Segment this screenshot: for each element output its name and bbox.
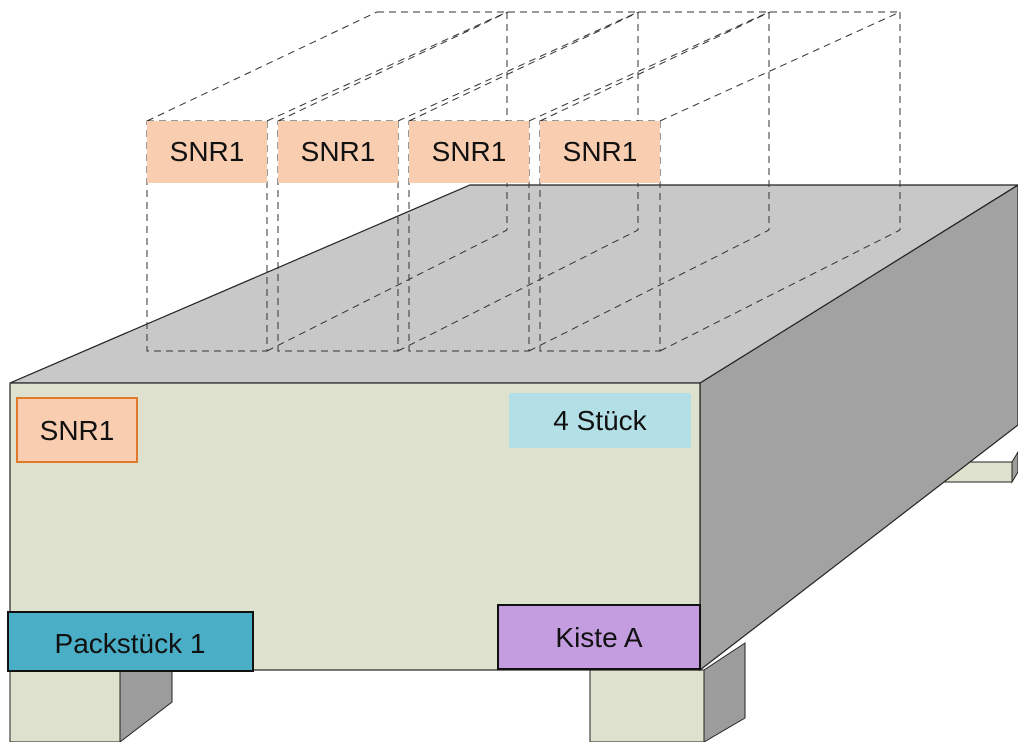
pallet-foot-right [589, 642, 746, 742]
item-tag-4: SNR1 [540, 121, 660, 183]
package-label-text: Packstück 1 [55, 628, 206, 659]
pallet-foot-left [9, 669, 173, 742]
item-tag-1-text: SNR1 [170, 136, 245, 167]
box-label: Kiste A [497, 604, 701, 670]
quantity-label: 4 Stück [509, 393, 691, 448]
item-tag-1: SNR1 [147, 121, 267, 183]
pallet-foot-left-side [119, 669, 173, 742]
pallet-foot-right-side [703, 642, 746, 742]
item-tag-3-text: SNR1 [432, 136, 507, 167]
item-tag-2-text: SNR1 [301, 136, 376, 167]
pallet-foot-left-front [9, 669, 121, 742]
serial-label: SNR1 [16, 397, 138, 463]
pallet-foot-right-front [589, 669, 705, 742]
pallet-foot-back-right-side [1011, 451, 1018, 484]
box-label-text: Kiste A [555, 622, 642, 653]
item-tag-4-text: SNR1 [563, 136, 638, 167]
item-tag-2: SNR1 [278, 121, 398, 183]
item-tag-3: SNR1 [409, 121, 529, 183]
serial-label-text: SNR1 [40, 415, 115, 446]
package-label: Packstück 1 [7, 611, 254, 672]
quantity-label-text: 4 Stück [553, 405, 647, 436]
